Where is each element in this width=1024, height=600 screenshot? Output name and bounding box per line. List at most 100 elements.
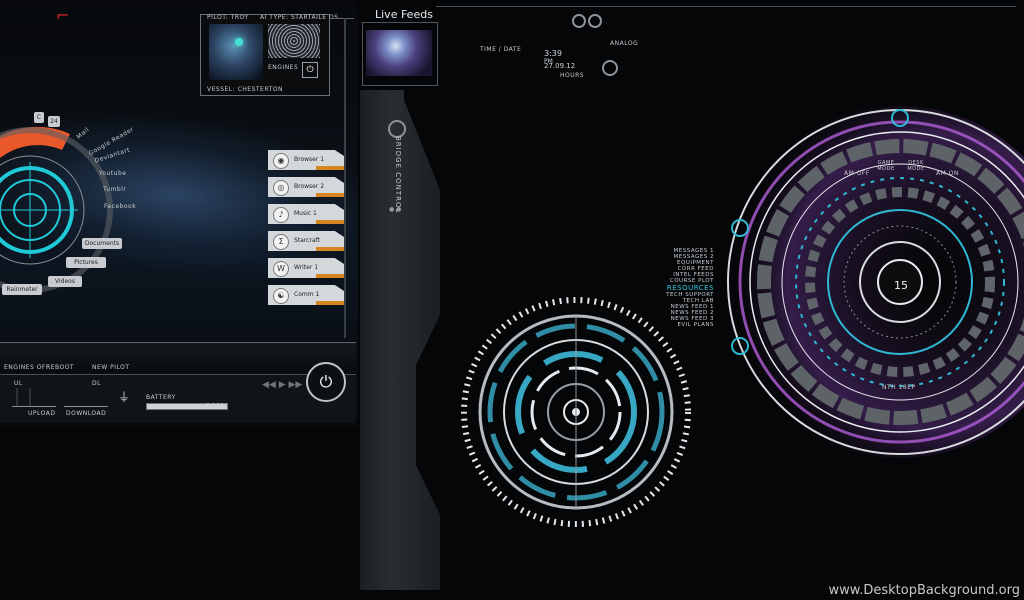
menu-item-highlight[interactable]: RESOURCES <box>666 284 714 292</box>
bridge-label: BRIDGE CONTROL <box>394 136 402 214</box>
live-feed-thumbnail[interactable] <box>366 30 432 76</box>
reactor-game-mode[interactable]: GAME MODE <box>877 160 895 172</box>
upload-label: UPLOAD <box>28 410 56 417</box>
download-label: DOWNLOAD <box>66 410 107 417</box>
analog-clock-icon <box>602 60 618 76</box>
menu-item[interactable]: INTEL FEEDS <box>673 272 714 278</box>
bridge-target-icon[interactable] <box>388 120 406 138</box>
engines-power-icon[interactable]: ⏻ <box>302 62 318 78</box>
launcher-music-1[interactable]: ♪ Music 1 <box>268 204 344 224</box>
reactor-center-value: 15 <box>894 279 908 292</box>
reactor-am-off[interactable]: AM OFF <box>844 170 870 177</box>
menu-item[interactable]: NEWS FEED 3 <box>670 316 714 322</box>
clock-hours: HOURS <box>560 72 585 79</box>
ul-label: UL <box>14 380 23 387</box>
frame-line <box>344 18 346 338</box>
menu-item[interactable]: TECH LAB <box>682 298 714 304</box>
launcher-browser-2[interactable]: ◎ Browser 2 <box>268 177 344 197</box>
power-button[interactable]: ⏻ <box>306 362 346 402</box>
control-bar <box>0 342 356 367</box>
reactor-desk-mode[interactable]: DESK MODE <box>907 160 925 172</box>
launcher-bar <box>316 274 344 278</box>
launcher-label: Music 1 <box>294 210 317 217</box>
new-pilot-button[interactable]: NEW PILOT <box>92 364 130 371</box>
writer-icon: W <box>273 261 289 277</box>
watermark: www.DesktopBackground.org <box>828 583 1020 598</box>
folder-rainmeter[interactable]: Rainmeter <box>2 284 42 295</box>
clock-date: 27.09.12 <box>544 62 576 70</box>
folder-documents[interactable]: Documents <box>82 238 122 249</box>
menu-item[interactable]: MESSAGES 1 <box>673 248 714 254</box>
launcher-bar <box>316 166 344 170</box>
side-menu: MESSAGES 1 MESSAGES 2 EQUIPMENT CORR FEE… <box>650 248 714 328</box>
launcher-starcraft[interactable]: Σ Starcraft <box>268 231 344 251</box>
launcher-label: Comm 1 <box>294 291 320 298</box>
clock-analog: ANALOG <box>610 40 639 47</box>
starcraft-icon: Σ <box>273 234 289 250</box>
folder-pictures[interactable]: Pictures <box>66 257 106 268</box>
power-icon: ⏻ <box>319 372 333 391</box>
launcher-bar <box>316 247 344 251</box>
battery-label: BATTERY <box>146 394 176 401</box>
menu-item[interactable]: EVIL PLANS <box>677 322 714 328</box>
battery-fill <box>147 404 227 409</box>
clock-meridiem: PM <box>544 58 553 65</box>
chrome-icon: ◉ <box>273 153 289 169</box>
stats-panel <box>0 374 356 423</box>
menu-item[interactable]: CORR FEED <box>677 266 714 272</box>
download-graph <box>64 388 108 407</box>
pilot-label: PILOT: TROY <box>207 14 249 21</box>
time-date-label: TIME / DATE <box>480 46 522 53</box>
menu-item[interactable]: MESSAGES 2 <box>673 254 714 260</box>
battery-bar <box>146 403 228 410</box>
launcher-bar <box>316 220 344 224</box>
vessel-label: VESSEL: CHESTERTON <box>207 86 283 93</box>
menu-item[interactable]: NEWS FEED 2 <box>670 310 714 316</box>
nav-link-tumblr[interactable]: Tumblr <box>103 186 127 193</box>
menu-item[interactable]: TECH SUPPORT <box>666 292 714 298</box>
pilot-avatar <box>209 24 263 80</box>
launcher-label: Browser 2 <box>294 183 325 190</box>
settings-icon[interactable] <box>572 14 586 28</box>
alert-icon: ⌐ <box>56 6 70 25</box>
yin-yang-icon: ☯ <box>273 288 289 304</box>
launcher-browser-1[interactable]: ◉ Browser 1 <box>268 150 344 170</box>
nav-link-facebook[interactable]: Facebook <box>104 203 137 210</box>
upload-graph <box>12 388 56 407</box>
launcher-bar <box>316 193 344 197</box>
bridge-column <box>360 90 440 590</box>
frame-line <box>330 18 354 19</box>
live-feeds-title: Live Feeds <box>375 8 433 21</box>
media-controls[interactable]: ◀◀ ▶ ▶▶ <box>262 380 303 390</box>
reactor-am-on[interactable]: AM ON <box>936 170 959 177</box>
menu-item[interactable]: EQUIPMENT <box>677 260 714 266</box>
robot-eye-icon <box>235 38 243 46</box>
usb-icon: ⏚ <box>118 390 131 404</box>
engines-off-button[interactable]: ENGINES OFF <box>4 364 50 371</box>
folder-videos[interactable]: Videos <box>48 276 82 287</box>
dl-label: DL <box>92 380 101 387</box>
menu-item[interactable]: COURSE PLOT <box>669 278 714 284</box>
firefox-icon: ◎ <box>273 180 289 196</box>
add-icon[interactable] <box>588 14 602 28</box>
nav-link-youtube[interactable]: Youtube <box>99 170 127 177</box>
launcher-comm-1[interactable]: ☯ Comm 1 <box>268 285 344 305</box>
reactor-bottom-label: NTH 18EP <box>882 384 916 391</box>
feed-divider <box>436 6 1016 7</box>
fingerprint-icon[interactable] <box>268 24 320 58</box>
clock-time: 3:39 <box>544 49 562 58</box>
launcher-bar <box>316 301 344 305</box>
main-reactor <box>724 106 1024 458</box>
middle-reactor <box>461 297 691 527</box>
battery-percent: 100% <box>206 402 229 410</box>
menu-item[interactable]: NEWS FEED 1 <box>670 304 714 310</box>
circle-nav-count[interactable]: 24 <box>48 116 60 127</box>
circle-nav-badge[interactable]: C <box>34 112 44 123</box>
reboot-button[interactable]: REBOOT <box>46 364 75 371</box>
music-icon: ♪ <box>273 207 289 223</box>
live-feed-frame <box>362 22 438 86</box>
launcher-label: Starcraft <box>294 237 320 244</box>
bridge-dot-icons: ● ● <box>389 206 402 213</box>
launcher-label: Browser 1 <box>294 156 325 163</box>
